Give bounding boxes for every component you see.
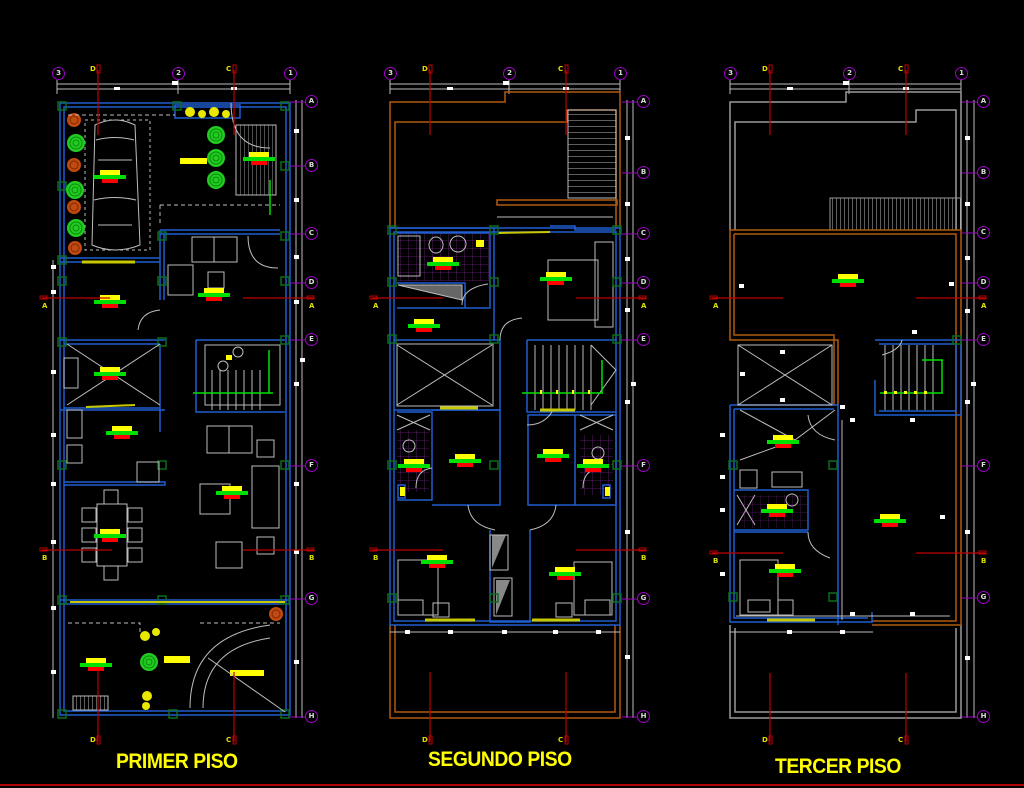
axis-bubble-1: 1 bbox=[284, 67, 297, 80]
cut-label-b-left: B bbox=[373, 554, 379, 562]
axis-bubble-d: D bbox=[637, 276, 650, 289]
axis-bubble-c: C bbox=[977, 226, 990, 239]
cut-label-a-right: A bbox=[641, 302, 647, 310]
axis-bubble-a: A bbox=[977, 95, 990, 108]
axis-bubble-b: B bbox=[305, 159, 318, 172]
axis-bubble-3: 3 bbox=[384, 67, 397, 80]
section-mark-c-bottom: C bbox=[558, 736, 564, 744]
section-mark-d-bottom: D bbox=[90, 736, 96, 744]
cut-label-a-right: A bbox=[309, 302, 315, 310]
cut-label-b-right: B bbox=[309, 554, 315, 562]
section-mark-d-bottom: D bbox=[422, 736, 428, 744]
axis-bubble-d: D bbox=[977, 276, 990, 289]
bottom-border-line bbox=[0, 784, 1024, 786]
cut-label-a-left: A bbox=[42, 302, 48, 310]
axis-bubble-a: A bbox=[305, 95, 318, 108]
axis-bubble-f: F bbox=[637, 459, 650, 472]
axis-bubble-f: F bbox=[977, 459, 990, 472]
axis-bubble-g: G bbox=[305, 592, 318, 605]
axis-bubble-g: G bbox=[637, 592, 650, 605]
axis-bubble-a: A bbox=[637, 95, 650, 108]
section-mark-d-top: D bbox=[90, 65, 96, 73]
axis-bubble-2: 2 bbox=[843, 67, 856, 80]
axis-bubble-1: 1 bbox=[614, 67, 627, 80]
axis-bubble-1: 1 bbox=[955, 67, 968, 80]
axis-bubble-c: C bbox=[637, 227, 650, 240]
axis-bubble-h: H bbox=[977, 710, 990, 723]
axis-bubble-c: C bbox=[305, 227, 318, 240]
axis-bubble-2: 2 bbox=[503, 67, 516, 80]
plan-title-segundo-piso: SEGUNDO PISO bbox=[428, 748, 572, 771]
axis-bubble-d: D bbox=[305, 276, 318, 289]
section-mark-c-bottom: C bbox=[226, 736, 232, 744]
cut-label-b-right: B bbox=[641, 554, 647, 562]
section-mark-d-bottom: D bbox=[762, 736, 768, 744]
plan-title-tercer-piso: TERCER PISO bbox=[775, 755, 901, 778]
axis-bubble-b: B bbox=[977, 166, 990, 179]
axis-bubble-e: E bbox=[977, 333, 990, 346]
axis-bubble-3: 3 bbox=[724, 67, 737, 80]
axis-bubble-e: E bbox=[637, 333, 650, 346]
section-mark-c-bottom: C bbox=[898, 736, 904, 744]
cut-label-b-right: B bbox=[981, 557, 987, 565]
axis-bubble-g: G bbox=[977, 591, 990, 604]
section-mark-c-top: C bbox=[558, 65, 564, 73]
axis-bubble-h: H bbox=[305, 710, 318, 723]
axis-bubble-2: 2 bbox=[172, 67, 185, 80]
yellow-plants-icon bbox=[185, 107, 230, 118]
axis-bubble-3: 3 bbox=[52, 67, 65, 80]
cut-label-a-left: A bbox=[713, 302, 719, 310]
cut-label-a-left: A bbox=[373, 302, 379, 310]
axis-bubble-f: F bbox=[305, 459, 318, 472]
axis-bubble-e: E bbox=[305, 333, 318, 346]
section-mark-c-top: C bbox=[226, 65, 232, 73]
axis-bubble-h: H bbox=[637, 710, 650, 723]
cut-label-b-left: B bbox=[42, 554, 48, 562]
car-icon bbox=[84, 119, 151, 251]
plan-primer-piso bbox=[51, 80, 305, 719]
section-lines bbox=[42, 70, 986, 742]
plan-tercer-piso bbox=[720, 80, 976, 719]
cut-label-a-right: A bbox=[981, 302, 987, 310]
plan-segundo-piso bbox=[387, 80, 636, 719]
section-mark-d-top: D bbox=[422, 65, 428, 73]
section-mark-c-top: C bbox=[898, 65, 904, 73]
section-mark-d-top: D bbox=[762, 65, 768, 73]
axis-bubble-b: B bbox=[637, 166, 650, 179]
cut-label-b-left: B bbox=[713, 557, 719, 565]
plan-title-primer-piso: PRIMER PISO bbox=[116, 750, 238, 773]
